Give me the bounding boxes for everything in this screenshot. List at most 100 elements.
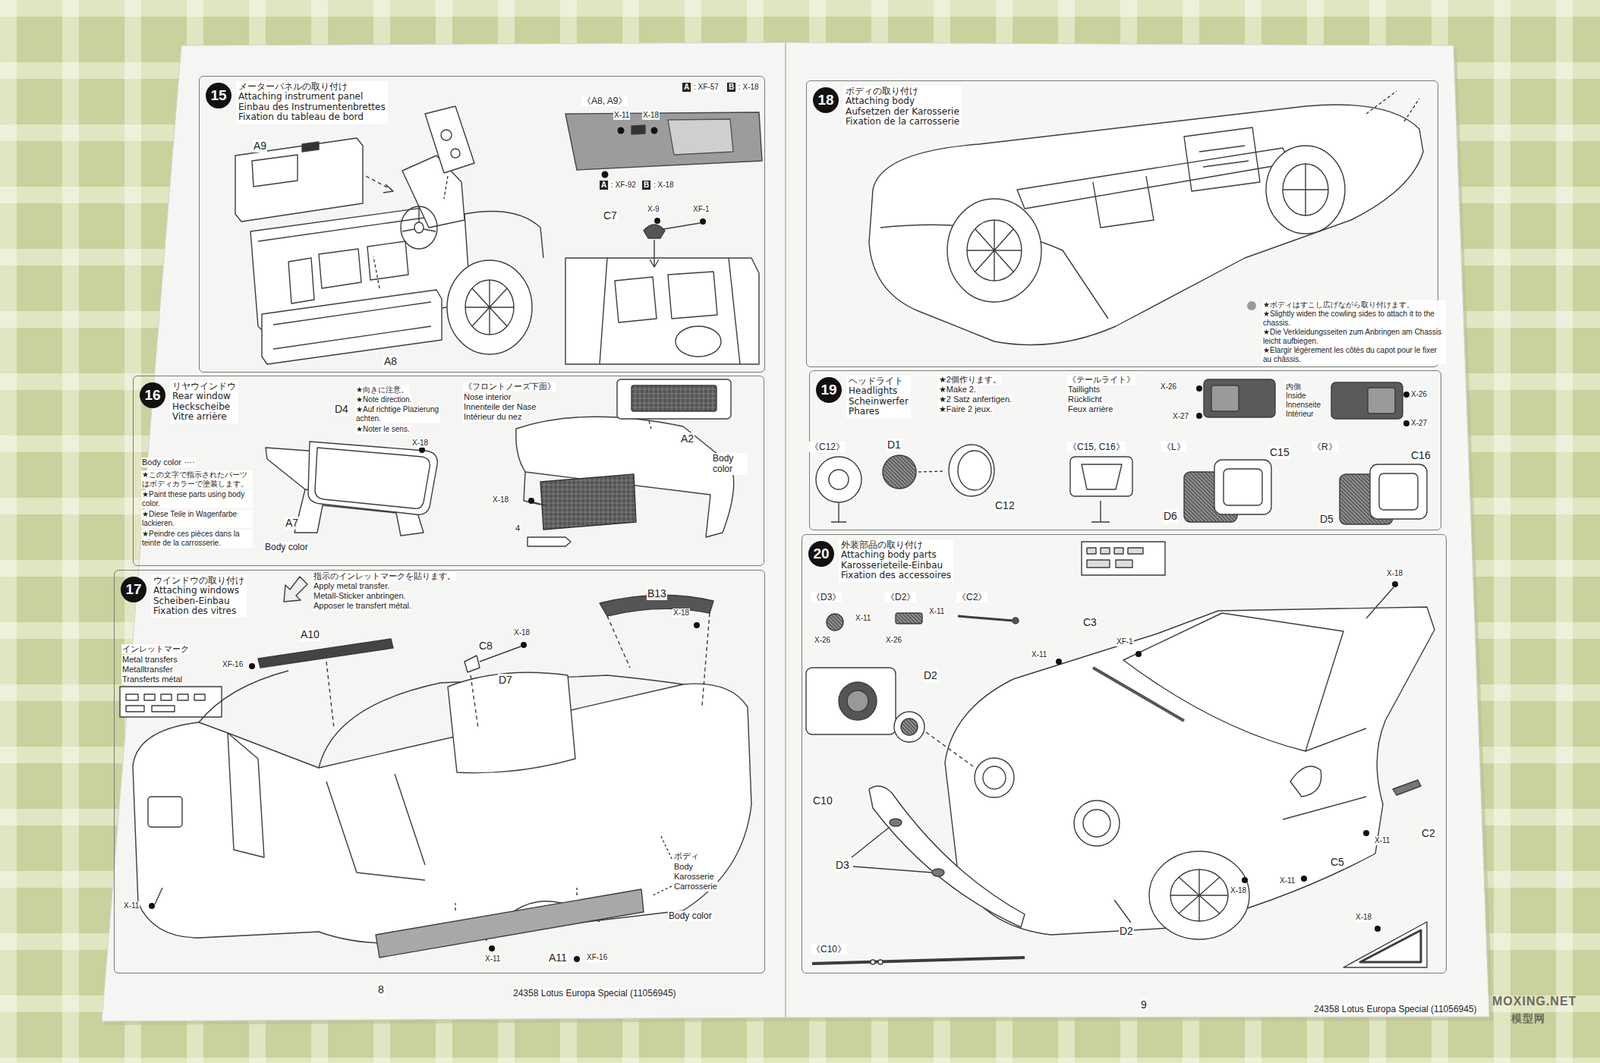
callout-label: 《C12》 [809,441,846,453]
callout-label: Rücklicht [1067,394,1103,405]
heading-line: Phares [848,406,909,417]
step17-illustration [607,613,710,706]
part-number: C8 [478,639,494,653]
step19-illustration [1211,385,1239,412]
callout-label: X-18 [672,608,690,618]
callout-label: ★2 Satz anfertigen. [938,394,1013,405]
callout-label: X-26 [1159,382,1178,392]
step15-illustration [373,256,380,289]
callout-label: Nose interior [462,392,512,403]
step16-illustration [523,472,541,505]
step19-illustration [815,379,1427,525]
step20-illustration [1374,925,1381,933]
step19-illustration [1403,391,1410,398]
step16-illustration [418,447,426,454]
paint-key: B [727,82,736,92]
callout-label: Innenteile der Nase [462,402,537,413]
part-number: C16 [1410,449,1432,463]
step-number: 16 [139,382,166,409]
callout-label: Body [673,862,694,873]
step20-illustration [1055,658,1062,665]
watermark: 模型网 [1510,1012,1547,1026]
part-number: D2 [922,669,939,683]
callout-label: 《フロントノーズ下面》 [462,381,557,392]
step20-illustration [812,957,1025,964]
step15-illustration [425,106,475,174]
step16-illustration [540,474,637,530]
step17-illustration [573,956,580,963]
step20-illustration [1241,877,1248,884]
note-text: ★Die Verkleidungsseiten zum Anbringen am… [1262,327,1446,347]
step19-illustration [1081,464,1122,490]
step-panel: 15メーターパネルの取り付けAttaching instrument panel… [198,75,766,373]
part-number: C2 [1420,827,1437,841]
step15-illustration [614,271,718,323]
note-text: ★ボディはすこし広げながら取り付けます。 [1262,300,1446,310]
step20-illustration [1086,548,1144,568]
step17-illustration [488,945,495,952]
heading-line: Fixation du tableau de bord [238,112,386,123]
callout-label: X-27 [1410,418,1428,429]
step17-illustration [119,576,752,963]
step17-illustration [198,670,289,723]
step15-illustration [235,138,363,222]
callout-label: Body color [667,910,713,922]
step19-illustration [1203,379,1276,418]
step15-illustration [273,302,432,350]
step15-illustration [414,222,424,234]
step16-illustration [527,537,571,547]
part-number: B13 [646,587,668,601]
callout-label: 《D3》 [810,592,842,603]
step15-illustration [447,260,533,355]
step-heading: ウインドウの取り付けAttaching windowsScheiben-Einb… [151,575,247,618]
step15-illustration [235,106,763,365]
step17-illustration [125,694,205,712]
part-number: C12 [994,499,1016,513]
step20-illustration [1290,766,1322,797]
step16-illustration [533,502,545,506]
step19-illustration [831,502,847,523]
note-text: ★この文字で指示されたパーツはボディカラーで塗装します。 [141,470,253,489]
step17-illustration [283,576,308,602]
step15-illustration [631,125,646,135]
callout-label: 24358 Lotus Europa Special (11056945) [512,988,678,999]
heading-line: Scheinwerfer [848,396,909,407]
step20-illustration [925,732,974,767]
note-text: ★Peindre ces pièces dans la teinte de la… [141,529,253,549]
part-number: A11 [548,951,568,965]
step17-illustration [119,686,222,718]
step19-illustration [1331,382,1403,419]
step-number: 17 [120,576,147,603]
manual-pages [101,42,786,1022]
step20-illustration [1343,922,1427,968]
callout-label: Carrosserie [673,881,719,892]
callout-label: X-9 [646,204,661,215]
step15-illustration [450,148,460,158]
step15-illustration [465,280,514,335]
step15-illustration [651,127,659,135]
callout-label: ★Make 2. [938,384,977,395]
part-number: D2 [1118,925,1134,939]
step20-illustration [878,960,883,965]
callout-label: ボディ [673,851,700,862]
heading-line: Scheiben-Einbau [153,596,245,607]
heading-line: Attaching body [845,96,960,107]
note-text: ★Auf richtige Plazierung achten. [355,405,441,424]
step20-illustration [1170,869,1229,922]
heading-line: Headlights [848,386,909,397]
callout-label: 4 [514,523,521,534]
step20-illustration [1012,617,1019,624]
step15-illustration [400,206,438,249]
step20-illustration [1092,667,1185,722]
step15-illustration [365,176,392,190]
step15-illustration [617,127,625,135]
step20-illustration [1300,875,1308,882]
heading-line: Attaching windows [153,585,245,596]
step20-illustration [1123,613,1344,752]
step20-illustration [932,869,945,877]
step-heading: ヘッドライトHeadlightsScheinwerferPhares [846,375,911,419]
heading-line: Aufsetzen der Karosserie [845,107,960,117]
step20-illustration [974,758,1015,798]
step20-illustration [851,827,933,873]
